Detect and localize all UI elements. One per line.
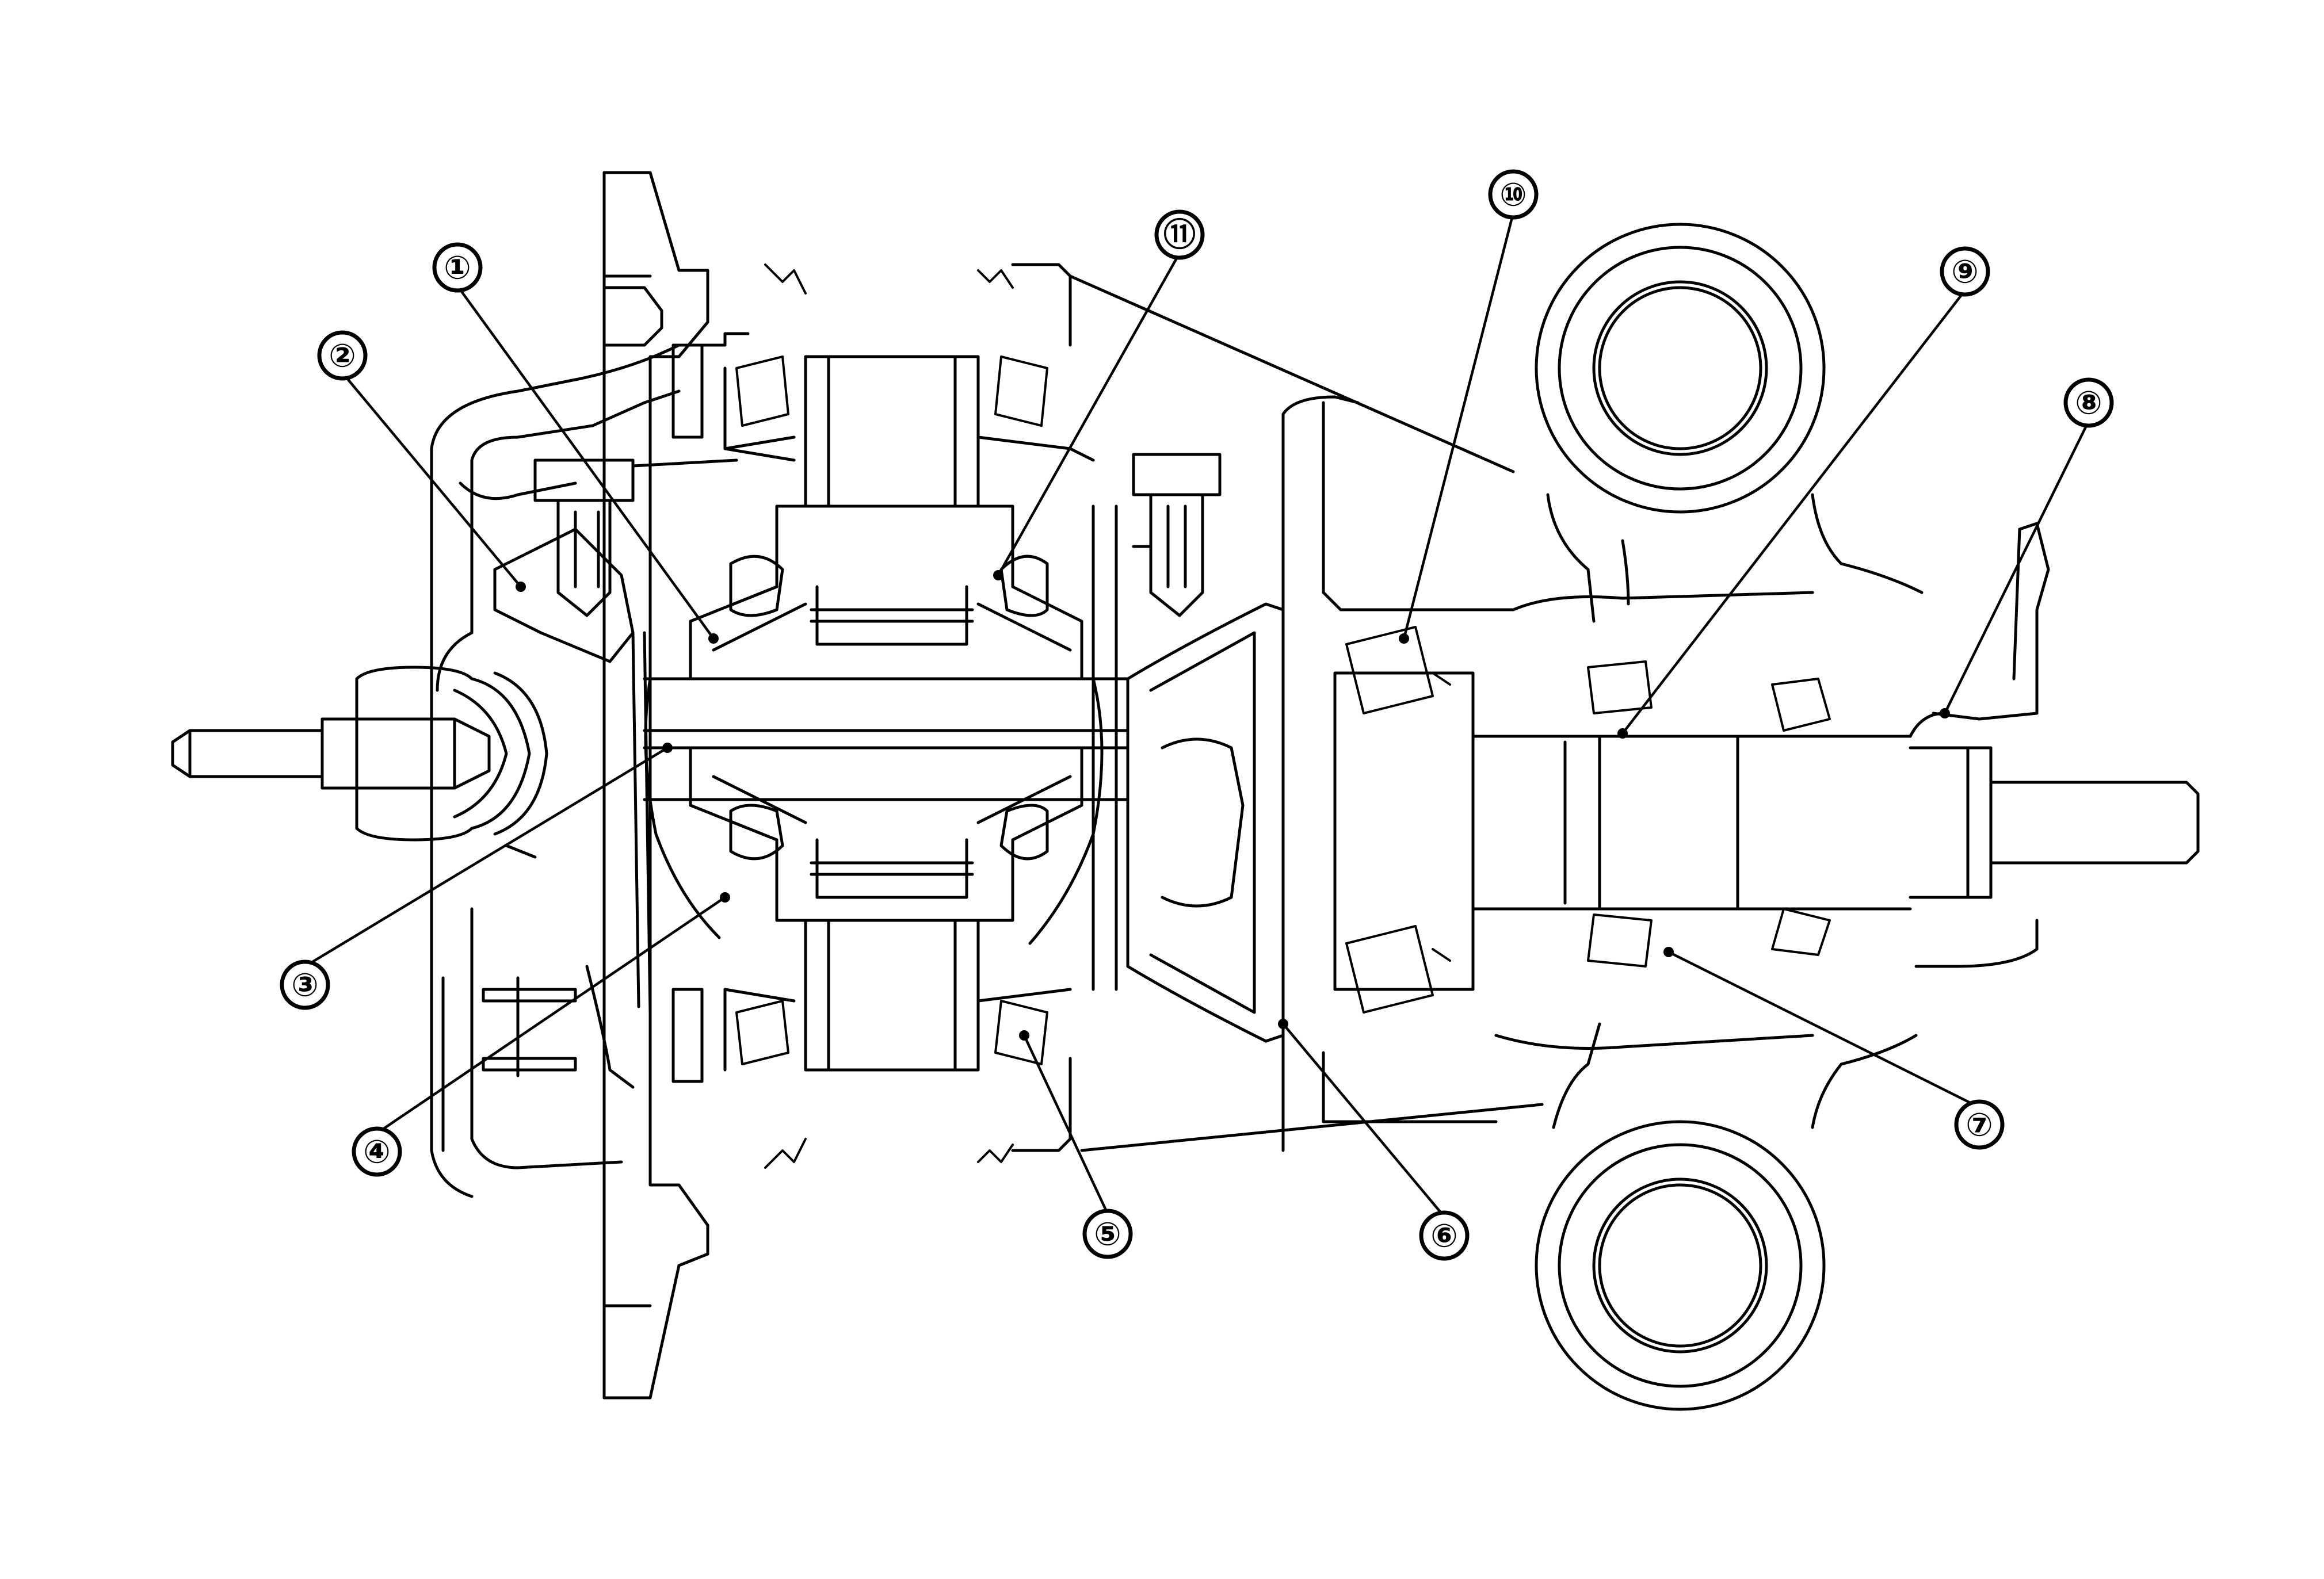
callout-8: ⑧ [2063, 377, 2114, 428]
right-housing [1281, 395, 2200, 1152]
callout-5: ⑤ [1082, 1209, 1133, 1259]
left-housing [430, 332, 750, 1198]
carrier-bearings [735, 263, 1048, 1169]
callout-2-label: ② [329, 338, 356, 374]
callout-7-label: ⑦ [1966, 1107, 1993, 1143]
upper-mount-bushing [1535, 223, 1924, 623]
callout-8-label: ⑧ [2075, 385, 2102, 421]
callout-6-label: ⑥ [1430, 1218, 1457, 1254]
callout-10-label: ⑩ [1499, 177, 1527, 213]
callout-9-label: ⑨ [1951, 254, 1978, 290]
differential-case [631, 263, 1544, 1152]
ring-gear [1126, 602, 1285, 1043]
right-bolt [1132, 453, 1222, 617]
lower-mount-bushing [1535, 1022, 1918, 1411]
callout-4-label: ④ [363, 1134, 390, 1170]
callout-6: ⑥ [1419, 1210, 1470, 1261]
callout-5-label: ⑤ [1094, 1216, 1121, 1252]
leader-lines [304, 212, 2090, 1218]
leader-endpoints [516, 570, 1950, 1041]
callout-7: ⑦ [1954, 1099, 2005, 1150]
callout-4: ④ [352, 1126, 402, 1177]
callout-9: ⑨ [1940, 246, 1990, 297]
callout-3-label: ③ [291, 967, 318, 1003]
left-output-shaft [171, 666, 548, 859]
callout-1: ① [432, 242, 483, 293]
callout-11: ⑪ [1154, 209, 1205, 260]
callout-11-label: ⑪ [1163, 217, 1196, 253]
callout-1-label: ① [444, 250, 471, 286]
callout-10: ⑩ [1488, 169, 1539, 220]
callout-3: ③ [280, 959, 330, 1010]
callout-2: ② [317, 330, 368, 381]
